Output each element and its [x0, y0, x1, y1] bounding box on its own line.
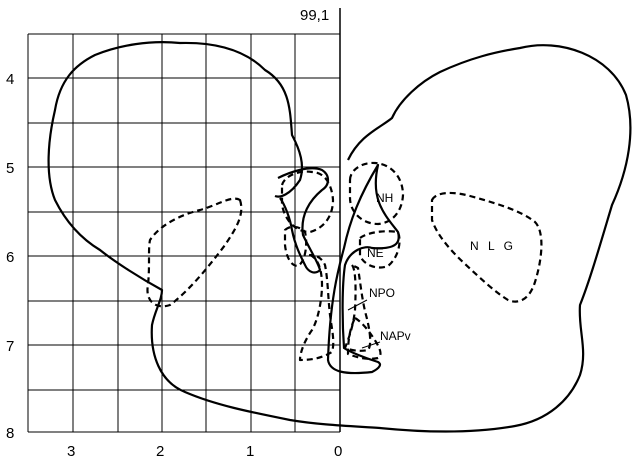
- region-label-napv: NAPv: [380, 329, 411, 343]
- region-label-ne: NE: [367, 246, 384, 260]
- nucleus-npo-outline: [343, 263, 372, 352]
- leader-line: [347, 299, 368, 311]
- nucleus-outline: [146, 197, 243, 308]
- x-tick-label: 1: [246, 443, 254, 460]
- region-label-npo: NPO: [369, 286, 395, 300]
- nucleus-nlg-outline: [430, 191, 543, 303]
- coordinate-grid: [27, 8, 341, 433]
- plate-label: 99,1: [300, 7, 329, 24]
- nucleus-outline: [283, 225, 308, 268]
- nucleus-napv-outline: [346, 316, 382, 360]
- section-outline: [326, 163, 400, 375]
- nucleus-outline: [298, 253, 335, 362]
- region-label-nh: NH: [376, 191, 393, 205]
- x-tick-label: 3: [67, 443, 75, 460]
- region-label-nlg: N L G: [470, 239, 516, 253]
- leader-line: [361, 341, 381, 349]
- y-tick-label: 5: [6, 160, 14, 177]
- y-tick-label: 7: [6, 338, 14, 355]
- y-tick-label: 6: [6, 249, 14, 266]
- x-tick-label: 2: [156, 443, 164, 460]
- ventricle-left-outline: [277, 167, 330, 274]
- y-tick-label: 4: [6, 71, 14, 88]
- nucleus-nh-outline: [348, 161, 405, 226]
- y-tick-label: 8: [6, 425, 14, 442]
- outer-outline: [47, 41, 632, 433]
- x-tick-label: 0: [334, 443, 342, 460]
